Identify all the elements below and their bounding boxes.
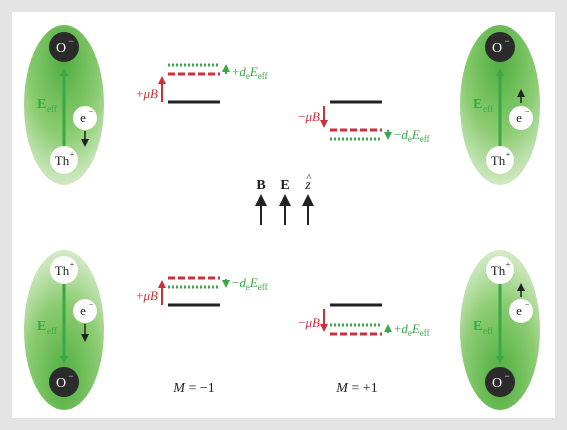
- electron-charge: −: [89, 300, 94, 309]
- electron-charge: −: [525, 300, 530, 309]
- label-m-minus-one: M = −1: [172, 381, 214, 396]
- oxygen-label: O: [56, 41, 66, 56]
- electron-label: e: [516, 303, 522, 318]
- thorium-label: Th: [55, 153, 70, 168]
- electric-field-label: E: [280, 178, 289, 193]
- electron: [73, 299, 97, 323]
- zeeman-label: −μB: [298, 315, 320, 330]
- label-m-plus-one: M = +1: [335, 381, 377, 396]
- thorium-label: Th: [491, 263, 506, 278]
- thorium-label: Th: [491, 153, 506, 168]
- thorium-atom: [50, 256, 78, 284]
- effective-field-label: E: [37, 319, 46, 334]
- thorium-charge: +: [506, 260, 511, 269]
- oxygen-charge: −: [504, 36, 509, 46]
- thorium-charge: +: [70, 150, 75, 159]
- edm-label: +deEeff: [394, 321, 430, 338]
- electron: [509, 106, 533, 130]
- levels-bottom-right: −μB +deEeff: [298, 303, 430, 338]
- thorium-label: Th: [55, 263, 70, 278]
- oxygen-atom: [485, 367, 515, 397]
- electron-charge: −: [89, 107, 94, 116]
- thorium-charge: +: [70, 260, 75, 269]
- levels-top-left: +μB +deEeff: [136, 63, 268, 104]
- zeeman-label: +μB: [136, 288, 158, 303]
- effective-field-sub: eff: [483, 326, 493, 336]
- edm-label: +deEeff: [232, 64, 268, 81]
- oxygen-label: O: [492, 376, 502, 391]
- thorium-charge: +: [506, 150, 511, 159]
- z-axis-label: z: [304, 178, 311, 193]
- oxygen-atom: [485, 32, 515, 62]
- effective-field-label: E: [37, 97, 46, 112]
- effective-field-sub: eff: [47, 326, 57, 336]
- zeeman-label: −μB: [298, 109, 320, 124]
- oxygen-label: O: [56, 376, 66, 391]
- magnetic-field-label: B: [256, 178, 265, 193]
- edm-label: −deEeff: [394, 127, 430, 144]
- molecule-top-left: O − Th + e − E eff: [24, 25, 104, 185]
- oxygen-atom: [49, 32, 79, 62]
- electron: [73, 106, 97, 130]
- molecule-bottom-left: Th + O − e − E eff: [24, 250, 104, 410]
- z-axis-hat: ^: [306, 172, 312, 184]
- thorium-atom: [50, 146, 78, 174]
- zeeman-label: +μB: [136, 86, 158, 101]
- electron-label: e: [80, 110, 86, 125]
- levels-top-right: −μB −deEeff: [298, 100, 430, 144]
- thorium-atom: [486, 256, 514, 284]
- molecule-bottom-right: Th + O − e − E eff: [460, 250, 540, 410]
- oxygen-label: O: [492, 41, 502, 56]
- oxygen-charge: −: [504, 371, 509, 381]
- molecule-top-right: O − Th + e − E eff: [460, 25, 540, 185]
- effective-field-sub: eff: [47, 104, 57, 114]
- levels-bottom-left: +μB −deEeff: [136, 275, 268, 307]
- electron-label: e: [80, 303, 86, 318]
- oxygen-charge: −: [68, 36, 73, 46]
- edm-label: −deEeff: [232, 275, 268, 292]
- effective-field-sub: eff: [483, 104, 493, 114]
- oxygen-atom: [49, 367, 79, 397]
- oxygen-charge: −: [68, 371, 73, 381]
- effective-field-label: E: [473, 97, 482, 112]
- field-axes: B E z ^: [255, 172, 314, 225]
- electron-label: e: [516, 110, 522, 125]
- effective-field-label: E: [473, 319, 482, 334]
- thorium-atom: [486, 146, 514, 174]
- electron: [509, 299, 533, 323]
- electron-charge: −: [525, 107, 530, 116]
